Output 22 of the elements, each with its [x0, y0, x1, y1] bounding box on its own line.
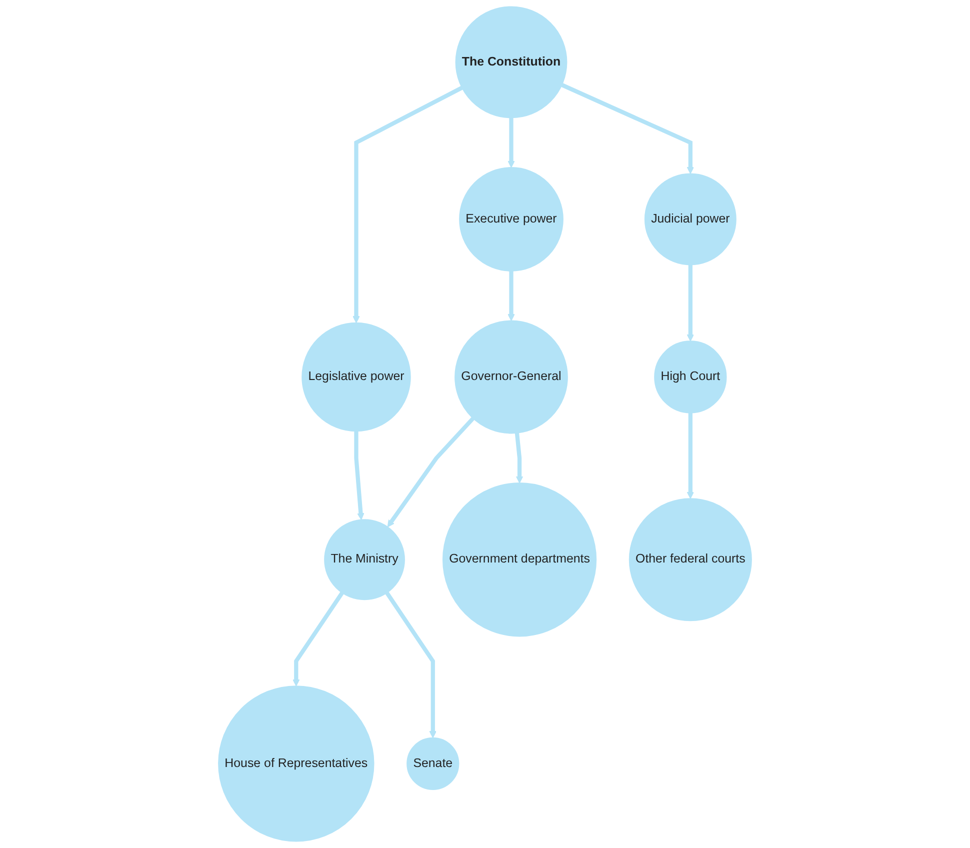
arrow	[561, 83, 694, 174]
arrow	[387, 416, 475, 528]
arrow	[354, 431, 364, 520]
arrow	[292, 592, 344, 686]
node-circle: Executive power	[459, 167, 564, 272]
node-circle: House of Representatives	[218, 686, 374, 842]
node-circle: The Ministry	[324, 519, 405, 600]
node-circle: Government departments	[442, 482, 597, 637]
arrow	[686, 264, 694, 342]
node-circle: Legislative power	[302, 322, 411, 432]
node-circle: High Court	[654, 340, 727, 414]
arrow	[686, 412, 694, 499]
arrow	[514, 432, 524, 484]
node-circle: The Constitution	[455, 6, 568, 118]
node-circle: Other federal courts	[628, 498, 752, 622]
arrow	[385, 592, 437, 738]
node-circle: Senate	[406, 737, 460, 790]
arrow	[508, 271, 515, 322]
arrow	[352, 86, 463, 324]
arrow	[508, 118, 515, 168]
node-circle: Judicial power	[644, 173, 736, 266]
node-circle: Governor-General	[454, 320, 568, 434]
